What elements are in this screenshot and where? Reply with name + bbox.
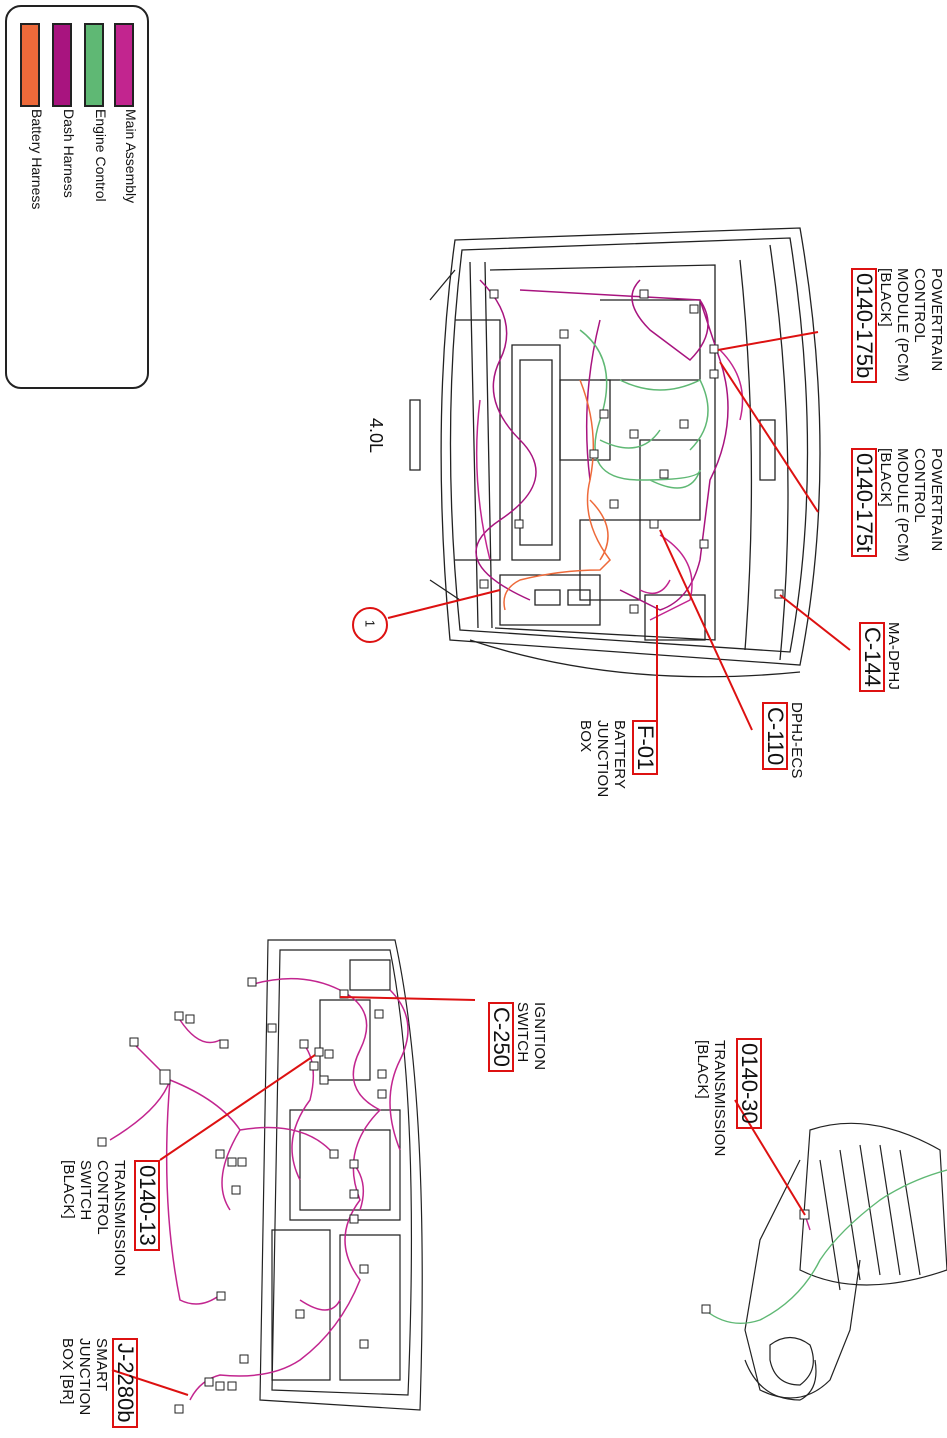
desc-line: SWITCH (514, 1002, 531, 1063)
desc-line: [BLACK] (694, 1040, 711, 1099)
connector-callout-0140-175t: POWERTRAIN CONTROL MODULE (PCM) [BLACK] … (851, 448, 945, 562)
desc-line: SWITCH (77, 1160, 94, 1221)
connector-desc: IGNITION SWITCH (514, 1002, 548, 1072)
desc-line: MODULE (PCM) (894, 448, 911, 563)
connector-code[interactable]: F-01 (632, 720, 658, 776)
dashboard-connectors (97, 977, 387, 1414)
connector-code[interactable]: 0140-13 (134, 1160, 160, 1251)
connector-code[interactable]: C-250 (488, 1002, 514, 1072)
connector-code[interactable]: 0140-175t (851, 448, 877, 558)
connector-desc-j-2280b: SMART JUNCTION BOX [BR] (59, 1338, 110, 1415)
desc-line: CONTROL (94, 1160, 111, 1235)
desc-line: MODULE (PCM) (894, 268, 911, 383)
desc-line: BOX (577, 720, 594, 753)
legend-label-main-assembly: Main Assembly (123, 109, 139, 204)
desc-line: CONTROL (911, 448, 928, 523)
connector-code[interactable]: 0140-30 (736, 1038, 762, 1129)
transmission-wiring (704, 1169, 947, 1324)
legend-swatch-battery-harness (20, 23, 40, 107)
engine-bay-wiring (475, 279, 744, 621)
legend-label-battery-harness: Battery Harness (29, 109, 45, 210)
legend-swatch-dash-harness (52, 23, 72, 107)
desc-line: [BLACK] (877, 448, 894, 507)
connector-desc-0140-13: TRANSMISSION CONTROL SWITCH [BLACK] (60, 1160, 128, 1277)
desc-line: JUNCTION (76, 1338, 93, 1416)
connector-code[interactable]: C-110 (762, 702, 788, 771)
legend-label-dash-harness: Dash Harness (61, 109, 77, 198)
desc-line: POWERTRAIN (928, 268, 945, 372)
connector-code[interactable]: 0140-175b (851, 268, 877, 384)
connector-callout-c-144: MA-DPHJ C-144 (859, 622, 902, 692)
desc-line: CONTROL (911, 268, 928, 343)
desc-line: SMART (93, 1338, 110, 1392)
transmission-end-connector (701, 1304, 711, 1314)
desc-line: TRANSMISSION (711, 1040, 728, 1157)
engine-bay-drawing (409, 227, 821, 678)
legend-swatch-main-assembly (114, 23, 134, 107)
engine-size-label: 4.0L (366, 418, 386, 454)
connector-desc: DPHJ-ECS (788, 702, 805, 779)
callout-circle (352, 607, 388, 643)
connector-callout-0140-13: 0140-13 (134, 1160, 160, 1251)
desc-line: BATTERY (611, 720, 628, 790)
callout-number: 1 (362, 619, 378, 628)
desc-line: [BLACK] (877, 268, 894, 327)
desc-line: TRANSMISSION (111, 1160, 128, 1277)
desc-line: POWERTRAIN (928, 448, 945, 552)
dashboard-drawing (259, 939, 423, 1411)
connector-desc: POWERTRAIN CONTROL MODULE (PCM) [BLACK] (877, 268, 945, 383)
connector-desc-0140-30: TRANSMISSION [BLACK] (694, 1040, 728, 1157)
connector-code[interactable]: J-2280b (112, 1338, 138, 1428)
engine-connectors (479, 289, 784, 614)
connector-callout-c-110: DPHJ-ECS C-110 (762, 702, 805, 779)
desc-line: [BLACK] (60, 1160, 77, 1219)
connector-callout-j-2280b: J-2280b (112, 1338, 138, 1428)
connector-callout-0140-30: 0140-30 (736, 1038, 762, 1129)
desc-line: BOX [BR] (59, 1338, 76, 1405)
desc-line: JUNCTION (594, 720, 611, 798)
connector-callout-0140-175b: POWERTRAIN CONTROL MODULE (PCM) [BLACK] … (851, 268, 945, 384)
connector-callout-f-01: F-01 (632, 720, 658, 776)
desc-line: IGNITION (531, 1002, 548, 1071)
dashboard-wiring (109, 977, 409, 1401)
callout-leaders (111, 331, 851, 1396)
connector-desc: POWERTRAIN CONTROL MODULE (PCM) [BLACK] (877, 448, 945, 562)
connector-callout-c-250: IGNITION SWITCH C-250 (488, 1002, 548, 1072)
connector-desc-f-01: BATTERY JUNCTION BOX (577, 720, 628, 797)
connector-code[interactable]: C-144 (859, 622, 885, 692)
legend-label-engine-control: Engine Control (93, 109, 109, 202)
legend-box: Main Assembly Engine Control Dash Harnes… (5, 5, 149, 389)
connector-desc: MA-DPHJ (885, 622, 902, 691)
legend-swatch-engine-control (84, 23, 104, 107)
